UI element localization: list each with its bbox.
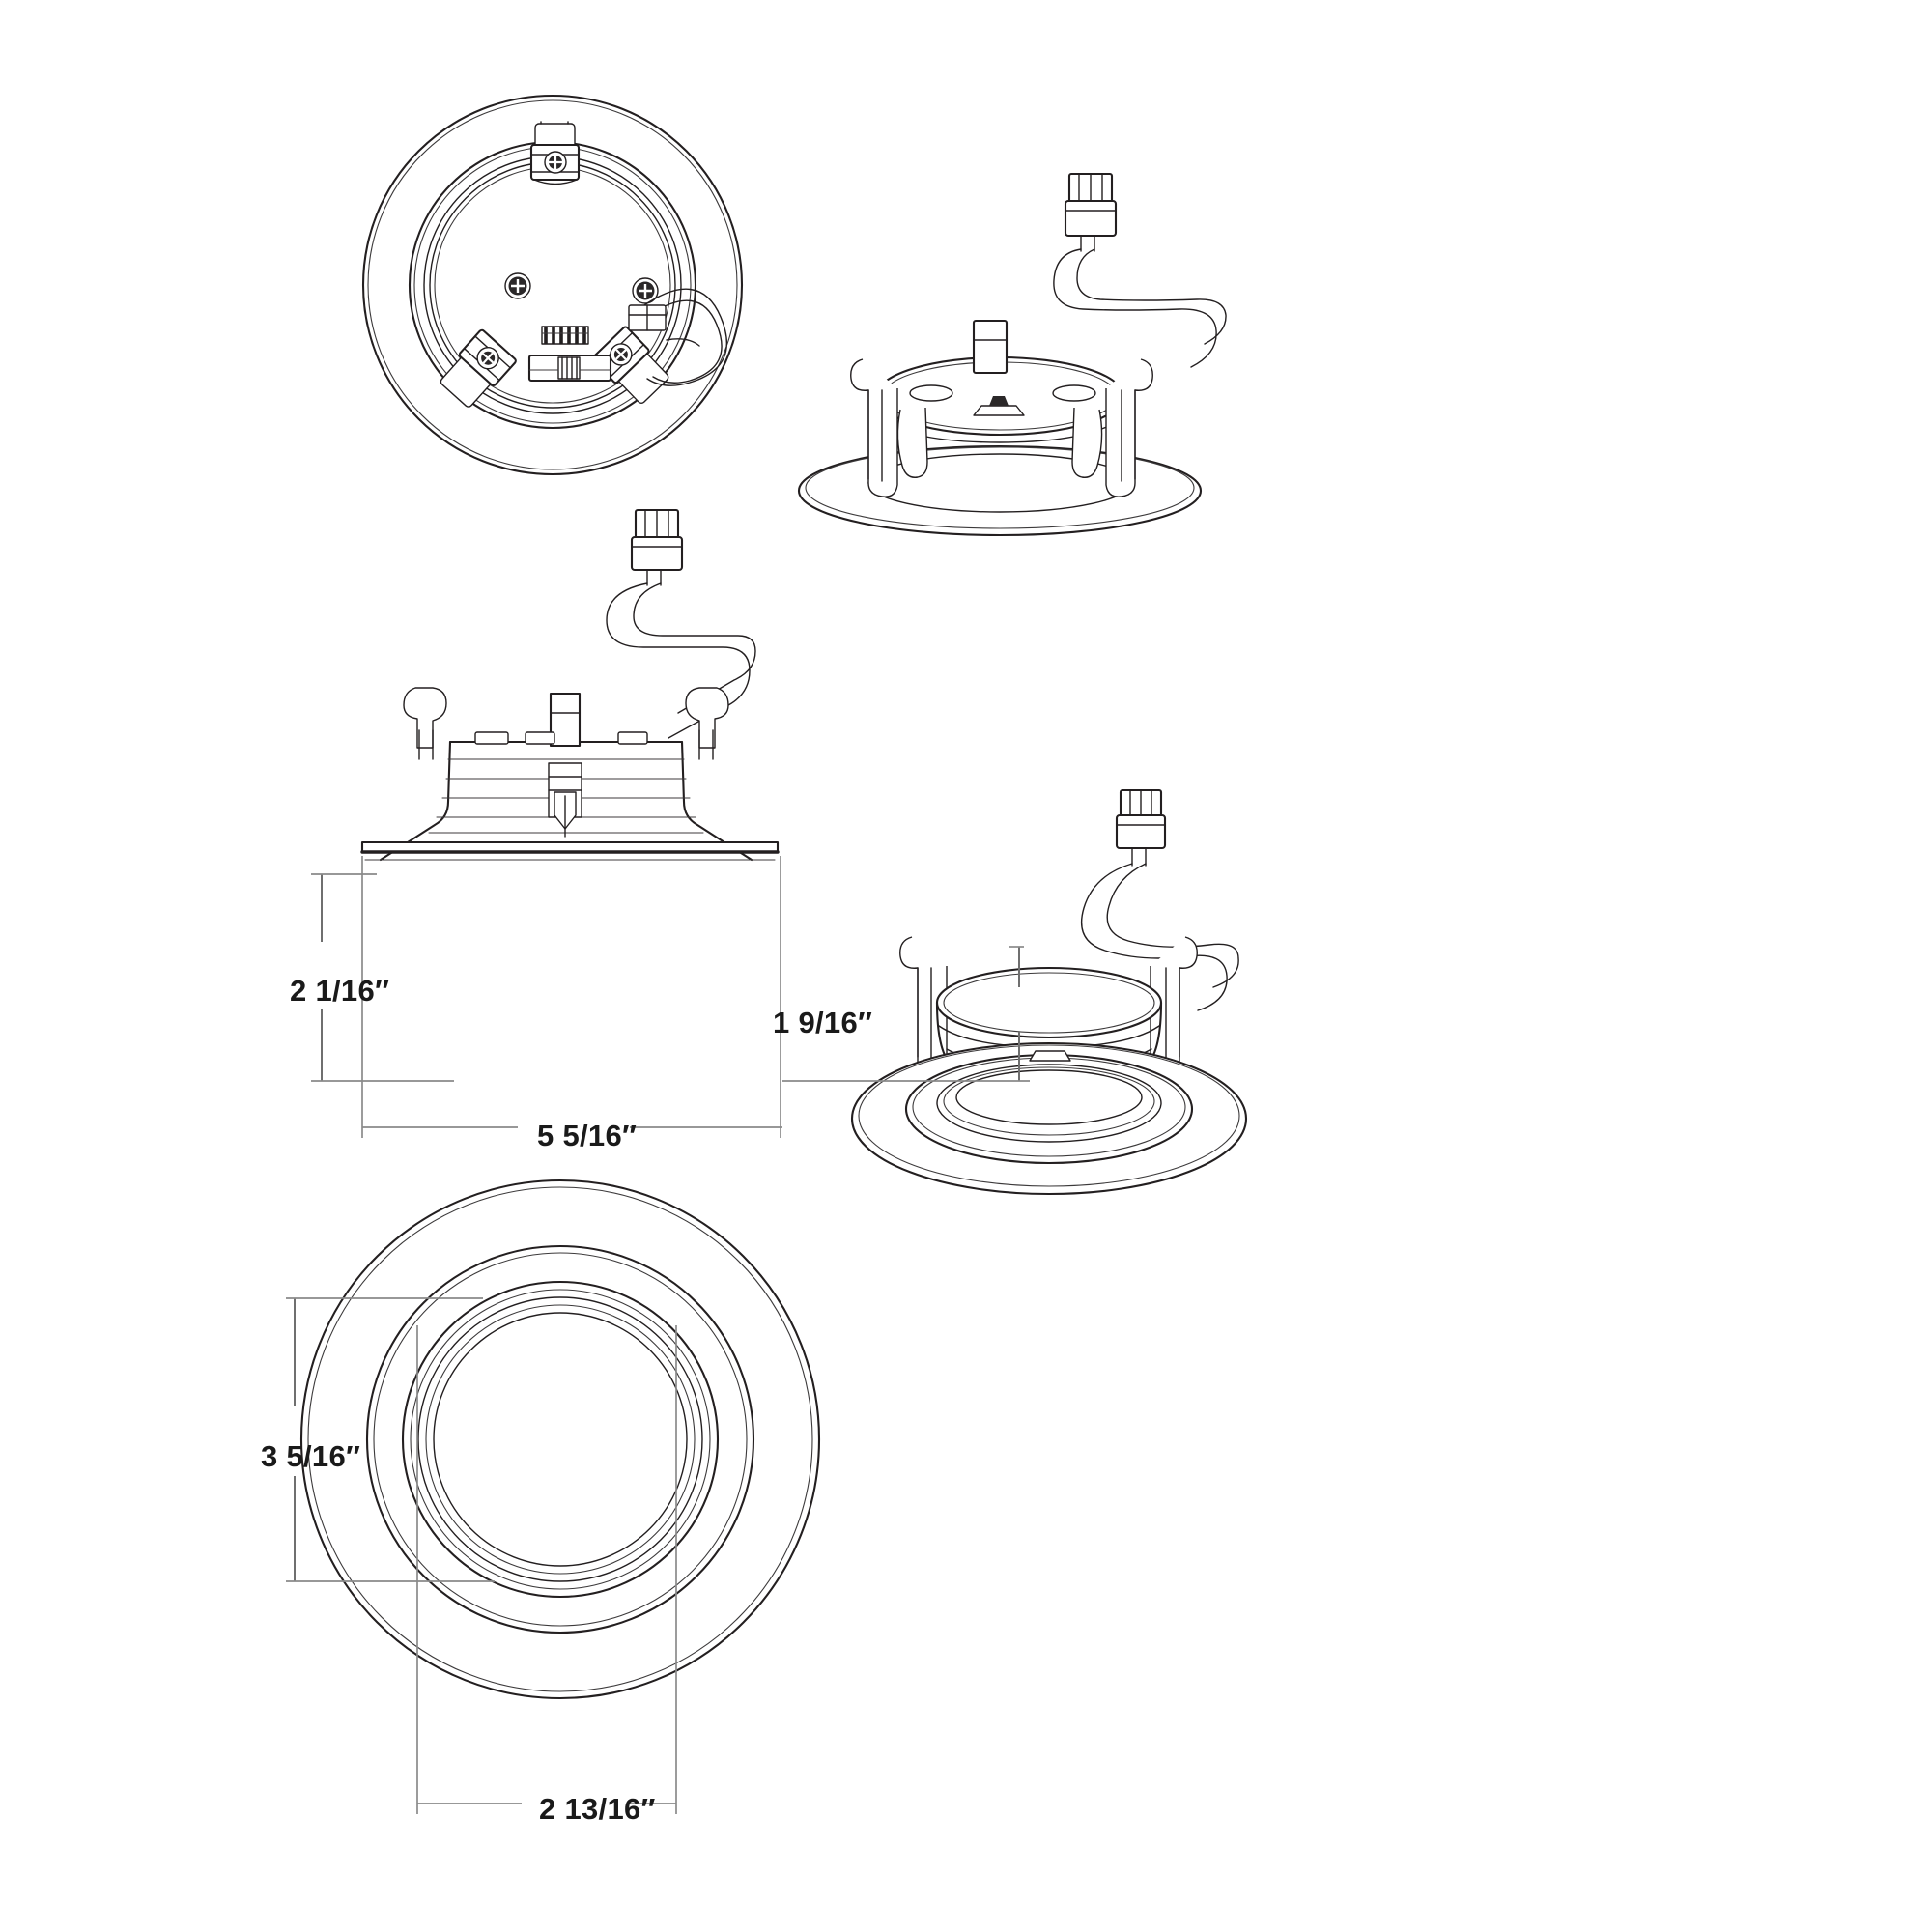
dimension-trim-diameter-label: 5 5/16″ xyxy=(537,1119,638,1152)
dimension-line-height-overall xyxy=(311,873,454,1082)
bottom-lens-bezel xyxy=(417,1296,703,1582)
torsion-spring-clip-top xyxy=(529,121,581,185)
side-elevation-view xyxy=(360,508,780,862)
center-post-upper-iso xyxy=(972,319,1009,375)
bottom-trim-outer-edge xyxy=(299,1179,821,1700)
quick-connector-top-view xyxy=(628,304,667,331)
spring-clip-side-left xyxy=(403,687,447,760)
dimension-lens-diameter-label: 2 13/16″ xyxy=(539,1792,656,1826)
quick-connect-plug-upper xyxy=(1064,172,1118,252)
center-post-side xyxy=(549,692,582,748)
spring-clip-upper-iso-left xyxy=(850,358,898,497)
lead-wire-lower xyxy=(1080,863,1239,1011)
center-detail-side xyxy=(548,762,582,838)
mount-pad-right-upper xyxy=(1052,384,1096,402)
bottom-lens-edge xyxy=(425,1304,696,1575)
dimension-line-lens-diameter xyxy=(416,1325,677,1814)
dimension-height-overall-label: 2 1/16″ xyxy=(290,974,390,1008)
bottom-reflector-ring xyxy=(401,1280,720,1599)
trim-flange-side xyxy=(360,840,780,861)
lower-isometric-view xyxy=(850,788,1248,1196)
dimension-line-trim-diameter xyxy=(361,856,782,1138)
dimension-aperture-outer-diameter-label: 3 5/16″ xyxy=(261,1439,361,1473)
wire-lead-loop xyxy=(640,288,728,386)
bottom-plan-view xyxy=(299,1179,821,1700)
bottom-lens-surface xyxy=(433,1312,688,1567)
driver-switch-block xyxy=(527,354,612,383)
spring-clip-legs-upper xyxy=(896,407,1103,478)
bottom-aperture-outer-ring xyxy=(365,1244,755,1634)
clip-bracket-arc xyxy=(666,338,700,347)
trim-flange-lower-iso xyxy=(850,1041,1248,1196)
bottom-aperture-outer-ring-inner xyxy=(373,1252,748,1627)
mounting-screw-left xyxy=(504,272,531,299)
mounting-screw-right xyxy=(632,277,659,304)
mount-pad-left-upper xyxy=(909,384,953,402)
spring-clip-upper-iso-right xyxy=(1105,358,1153,497)
lead-wire-side xyxy=(606,582,756,739)
bottom-reflector-ring-inner xyxy=(410,1289,711,1590)
torsion-spring-clip-right xyxy=(440,328,517,408)
dimension-height-below-ceiling-label: 1 9/16″ xyxy=(773,1006,873,1039)
terminal-block-upper-iso xyxy=(973,396,1025,416)
mount-pads-side xyxy=(474,731,648,745)
upper-isometric-view xyxy=(797,172,1227,537)
dimension-lines xyxy=(286,856,1030,1814)
top-plan-view xyxy=(361,94,744,476)
spring-clip-side-right xyxy=(685,687,729,760)
latch-detail-lower-iso xyxy=(1029,1050,1071,1062)
trim-flange-upper-iso xyxy=(797,444,1203,537)
quick-connect-plug-lower xyxy=(1115,788,1167,867)
bottom-trim-outer-edge-inner xyxy=(307,1186,813,1692)
lead-wire-upper xyxy=(1053,248,1227,368)
trim-outer-edge xyxy=(361,94,744,476)
dimension-line-height-below-ceiling xyxy=(782,946,1030,1082)
housing-can-lower-iso xyxy=(935,966,1163,1069)
dimension-line-aperture-outer-diameter xyxy=(286,1297,495,1582)
quick-connect-plug-side xyxy=(630,508,684,586)
terminal-pin-block xyxy=(541,326,589,345)
trim-outer-edge-inner xyxy=(367,99,738,470)
